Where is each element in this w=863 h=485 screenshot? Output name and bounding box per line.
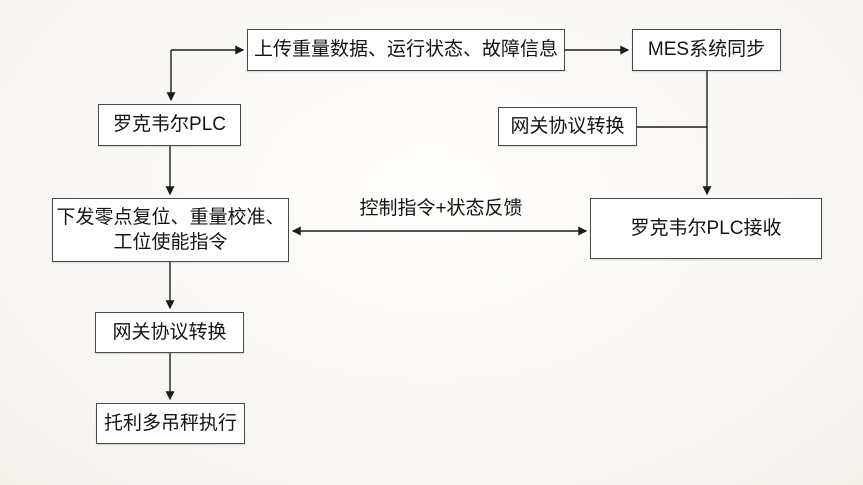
node-toledo-scale-execute: 托利多吊秤执行 — [96, 403, 245, 444]
node-mes-sync: MES系统同步 — [632, 29, 781, 71]
node-send-commands: 下发零点复位、重量校准、 工位使能指令 — [52, 198, 289, 262]
node-rockwell-plc-receive: 罗克韦尔PLC接收 — [590, 198, 822, 259]
node-upload-data: 上传重量数据、运行状态、故障信息 — [247, 29, 565, 71]
node-gateway-protocol-right: 网关协议转换 — [498, 107, 637, 146]
edge-label-control-feedback: 控制指令+状态反馈 — [359, 198, 523, 219]
node-gateway-protocol-left: 网关协议转换 — [95, 312, 244, 353]
node-rockwell-plc: 罗克韦尔PLC — [98, 104, 241, 146]
